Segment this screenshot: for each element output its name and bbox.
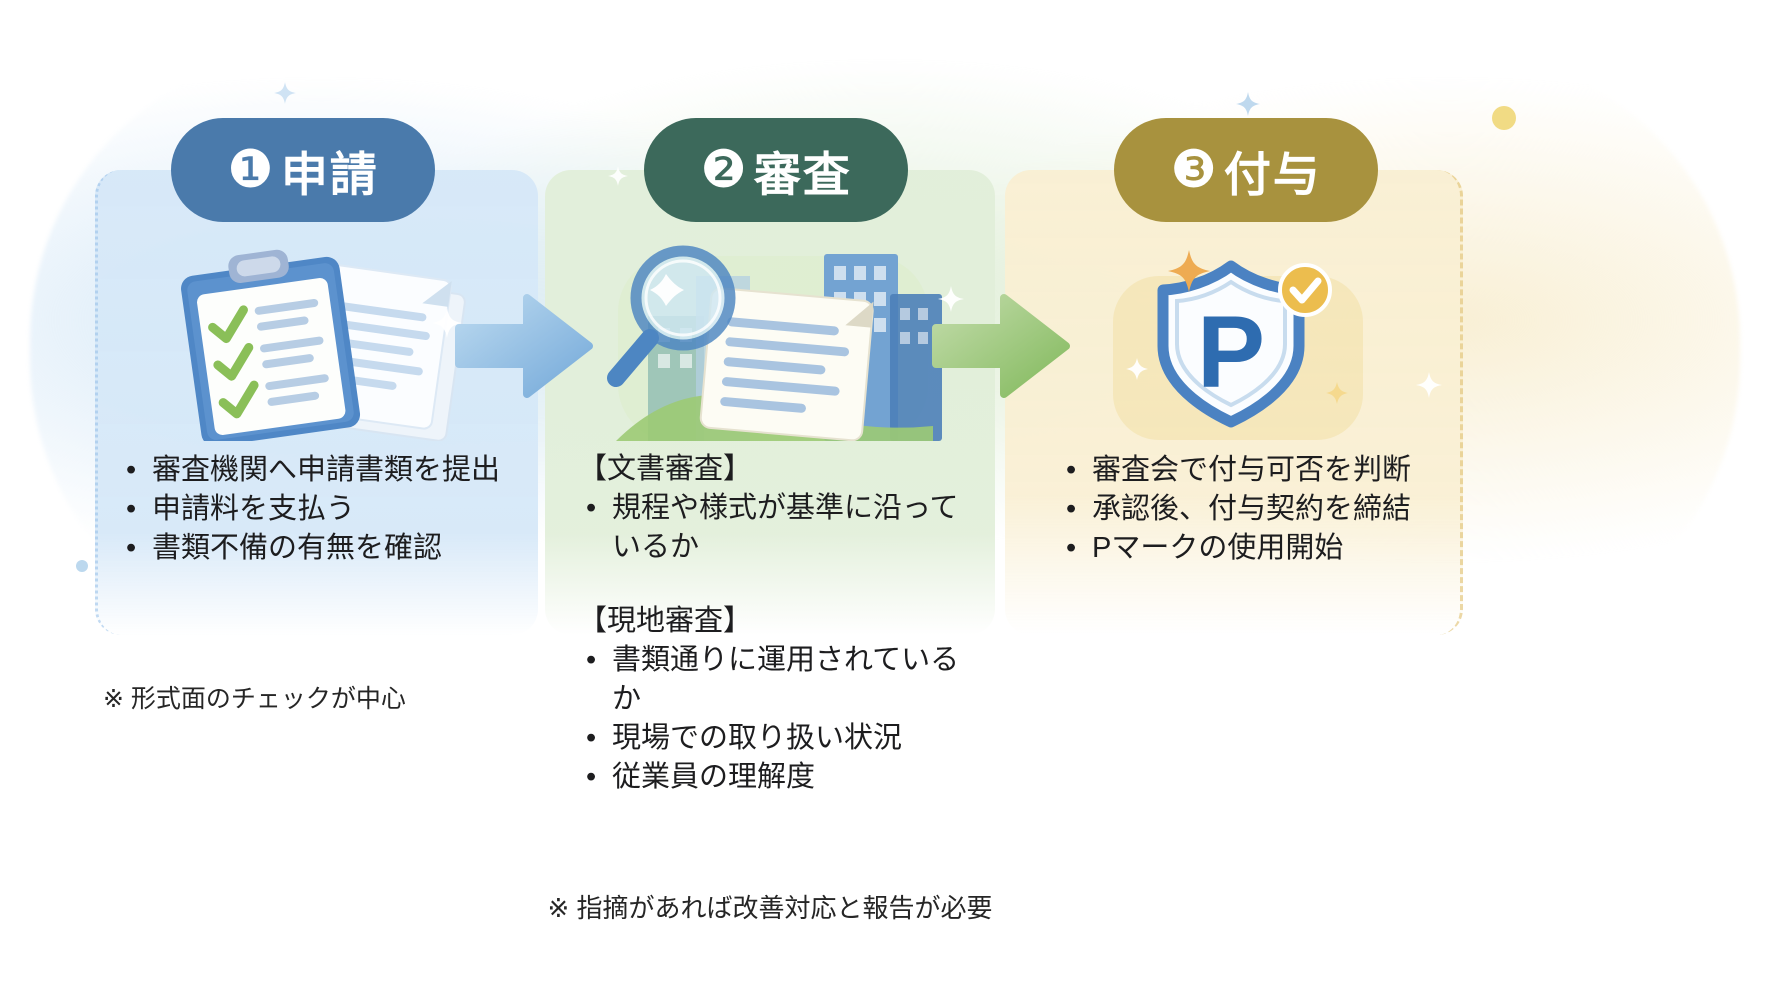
sparkle-icon [1236, 92, 1260, 121]
footer-note: ※ 指摘があれば改善対応と報告が必要 [547, 893, 993, 923]
orange-sparkle-icon [1168, 250, 1210, 292]
step-pill-grant: ❸ 付与 [1114, 118, 1378, 222]
gold-sparkle-icon [1326, 382, 1348, 404]
white-sparkle-icon [1126, 358, 1148, 380]
list-item: Pマークの使用開始 [1058, 529, 1450, 568]
document-examination-illustration [588, 236, 958, 442]
clipboard-checklist-icon [181, 249, 466, 447]
yellow-dot-decoration [1492, 106, 1516, 130]
sparkle-icon [608, 166, 628, 191]
list-item: 現場での取り扱い状況 [578, 719, 970, 758]
sparkle-icon [938, 286, 964, 317]
list-item: 審査機関へ申請書類を提出 [118, 451, 520, 490]
list-item: 申請料を支払う [118, 490, 520, 529]
list-item: 審査会で付与可否を判断 [1058, 451, 1450, 490]
checkmark-icon [208, 305, 259, 419]
step-number-2-icon: ❷ [700, 141, 749, 199]
section-heading: 【現地審査】 [578, 605, 753, 637]
step-pill-application: ❶ 申請 [171, 118, 435, 222]
step-pill-examination: ❷ 審査 [644, 118, 908, 222]
list-item: 書類不備の有無を確認 [118, 529, 520, 568]
onsite-review-section: 【現地審査】 書類通りに運用されているか 現場での取り扱い状況 従業員の理解度 [578, 602, 970, 797]
sparkle-icon [432, 308, 462, 343]
document-icon [699, 287, 874, 442]
step-number-1-icon: ❶ [227, 141, 276, 199]
application-bullet-list: 審査機関へ申請書類を提出 申請料を支払う 書類不備の有無を確認 [118, 451, 520, 568]
onsite-review-bullet-list: 書類通りに運用されているか 現場での取り扱い状況 従業員の理解度 [578, 641, 970, 797]
blue-dot-decoration [76, 560, 88, 572]
arrow-examination-to-grant-icon [930, 286, 1072, 406]
step-title-application: 申請 [280, 147, 379, 201]
document-review-bullet-list: 規程や様式が基準に沿っているか [578, 489, 970, 567]
list-item: 書類通りに運用されているか [578, 641, 970, 719]
arrow-application-to-examination-icon [453, 286, 595, 406]
step-title-examination: 審査 [753, 147, 852, 201]
magnifier-document-buildings-icon [607, 245, 942, 442]
clipboard-icon [181, 249, 361, 447]
section-heading: 【文書審査】 [578, 453, 753, 485]
clipboard-checklist-illustration [152, 236, 482, 447]
magnifier-icon [607, 245, 736, 387]
application-note: ※ 形式面のチェックが中心 [103, 685, 406, 713]
examination-text-block: 【文書審査】 規程や様式が基準に沿っているか 【現地審査】 書類通りに運用されて… [578, 450, 970, 797]
step-number-3-icon: ❸ [1170, 141, 1219, 199]
sparkle-icon [274, 82, 296, 109]
sparkle-icon [1416, 372, 1442, 403]
list-item: 規程や様式が基準に沿っているか [578, 489, 970, 567]
list-item: 従業員の理解度 [578, 758, 970, 797]
grant-bullet-list: 審査会で付与可否を判断 承認後、付与契約を締結 Pマークの使用開始 [1058, 451, 1450, 568]
list-item: 承認後、付与契約を締結 [1058, 490, 1450, 529]
p-mark-letter: P [1197, 295, 1265, 409]
check-badge-icon [1278, 263, 1332, 317]
document-review-section: 【文書審査】 規程や様式が基準に沿っているか [578, 450, 970, 567]
p-mark-shield-illustration: P [1085, 240, 1390, 440]
p-mark-shield-icon: P [1113, 250, 1363, 440]
step-title-grant: 付与 [1223, 147, 1322, 201]
